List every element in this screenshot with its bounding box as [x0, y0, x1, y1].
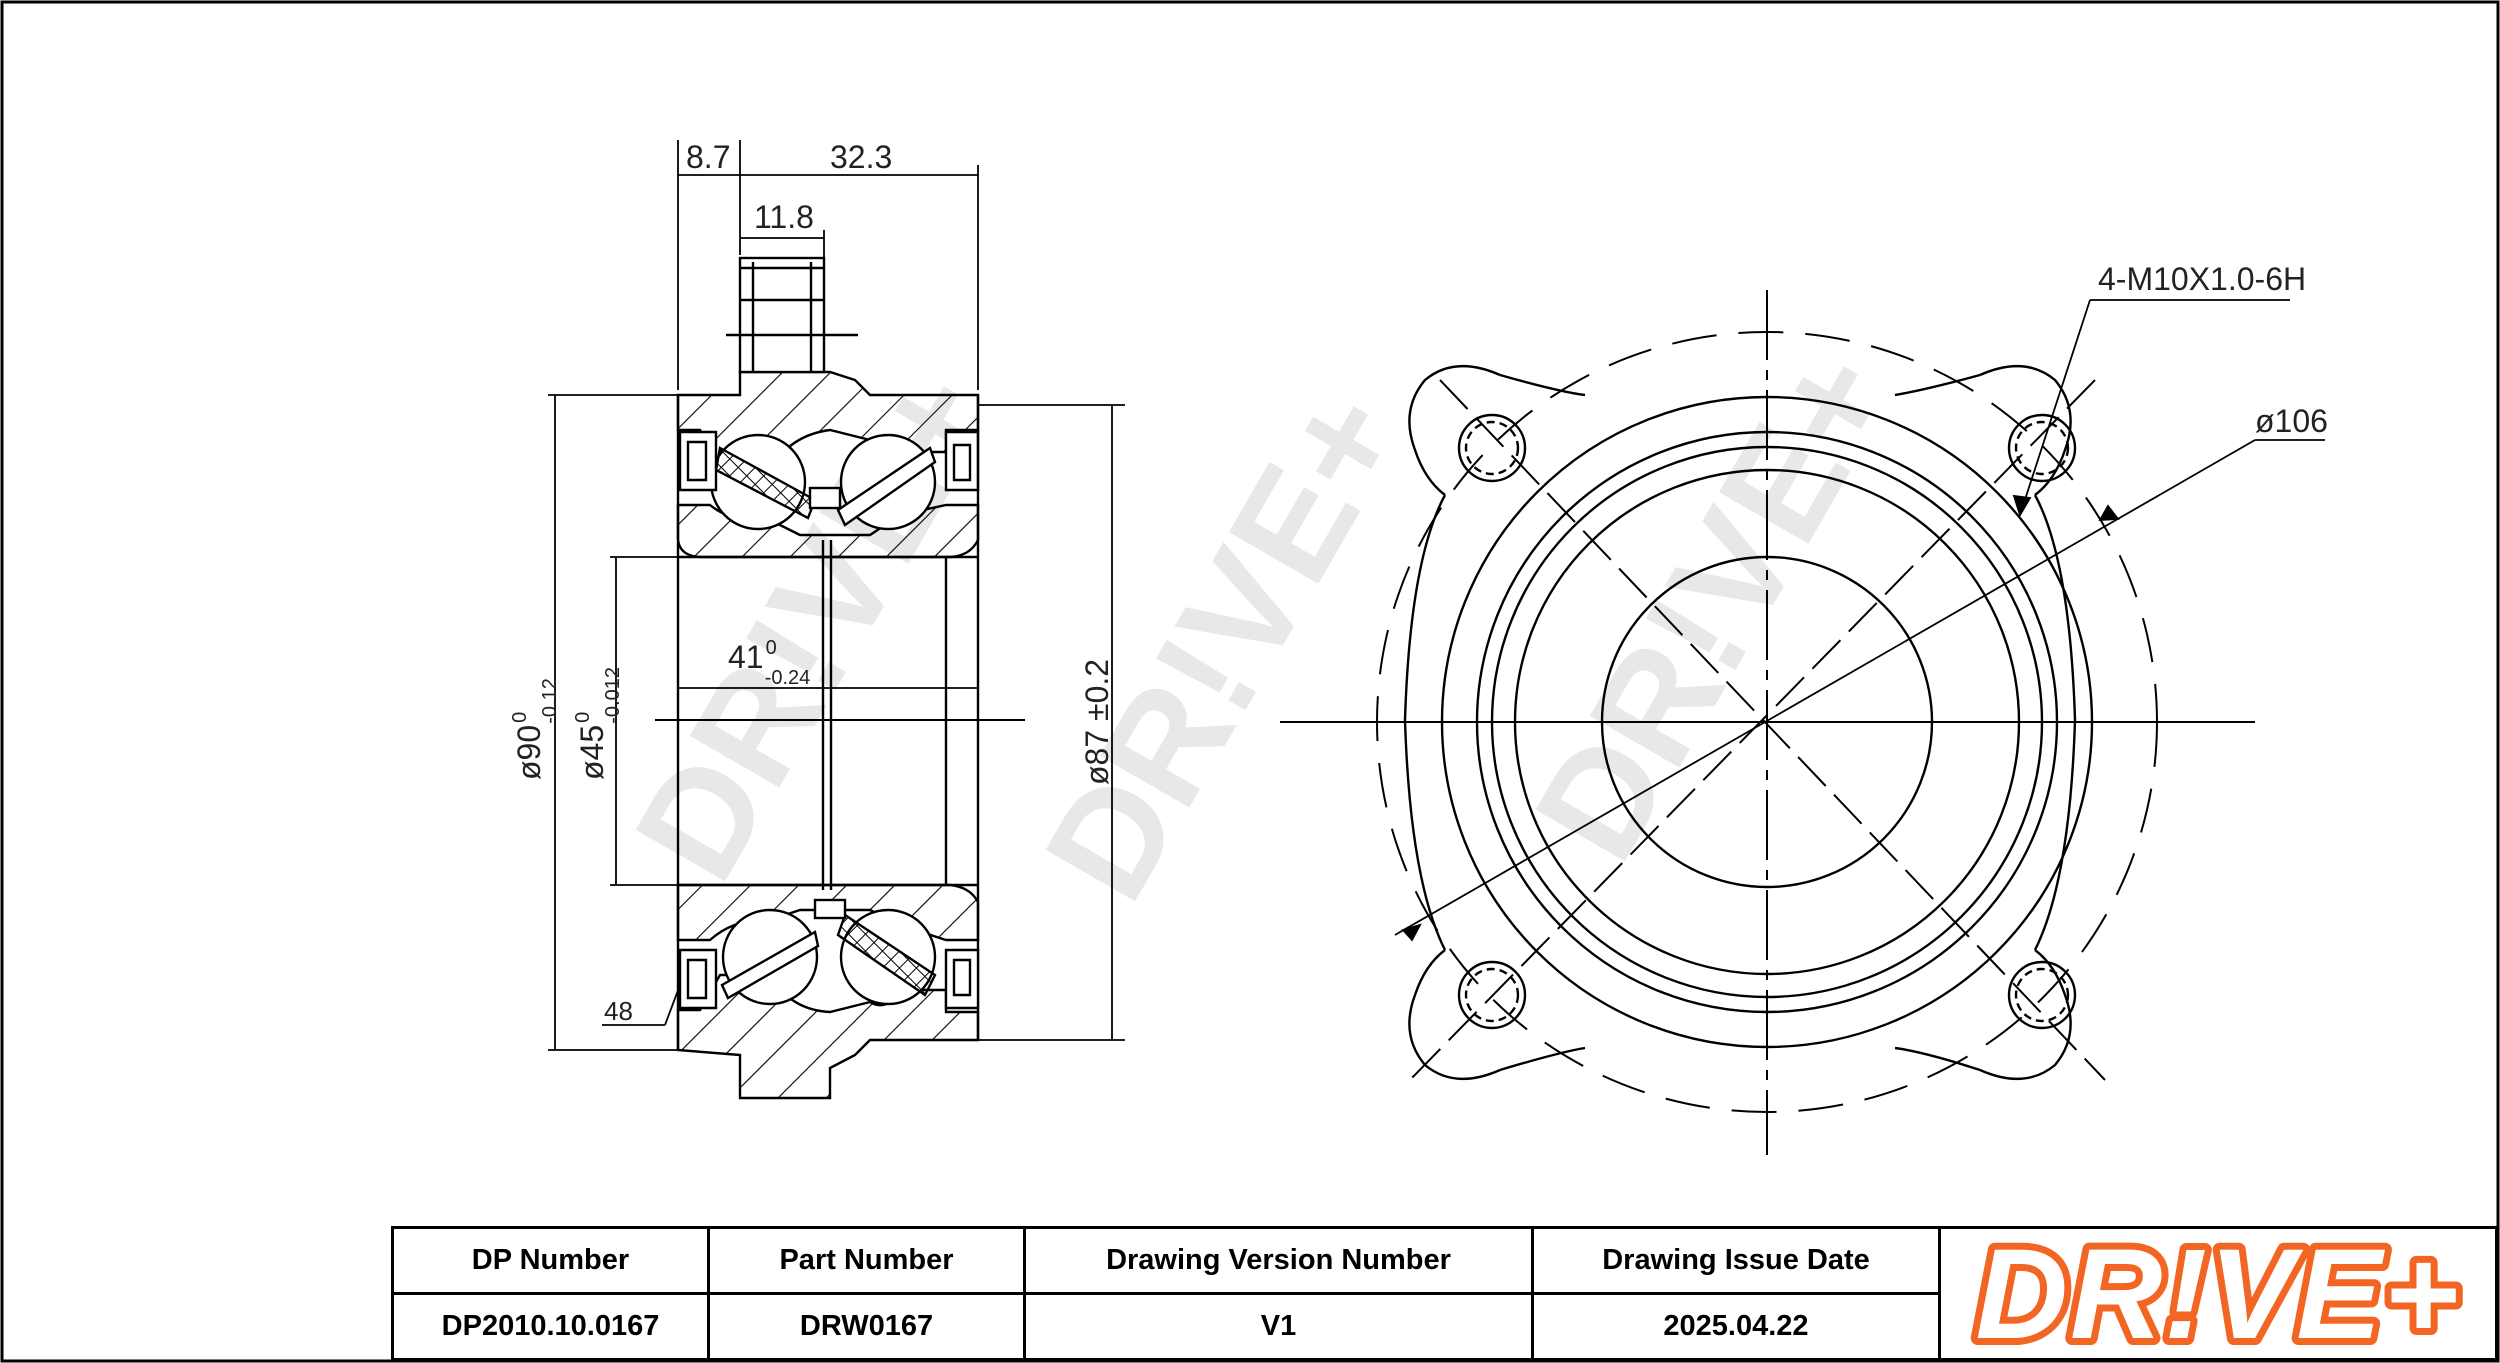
dim-87: ø87 ±0.2	[1079, 659, 1115, 785]
brand-logo: DR!VE+ DR!VE+	[1941, 1229, 2495, 1358]
drawing-version-header: Drawing Version Number	[1026, 1229, 1531, 1295]
flange-side-bottom	[1499, 1046, 1981, 1072]
section-dimensions	[548, 140, 1125, 1051]
dim-thread: 4-M10X1.0-6H	[2098, 261, 2306, 297]
flange-lobe-bl	[1408, 949, 1501, 1080]
flange-lobe-tr	[1979, 365, 2072, 496]
front-view	[1280, 290, 2255, 1155]
front-diagonal-1	[1439, 379, 2106, 1081]
issue-date-header: Drawing Issue Date	[1534, 1229, 1938, 1295]
seal-lower-right	[944, 948, 980, 1010]
drive-logo: DR!VE+ DR!VE+	[1969, 1234, 2466, 1354]
logo-text: DR!VE+	[1976, 1234, 2461, 1354]
bolt-hole-br	[2007, 960, 2077, 1030]
drawing-version-value: V1	[1260, 1310, 1297, 1342]
cage-lower-left	[720, 930, 820, 1000]
upper-spacer	[808, 486, 842, 510]
logo-text-fill: DR!VE+	[1976, 1234, 2461, 1354]
dim-8-7: 8.7	[686, 139, 730, 175]
cage-upper-left	[714, 446, 817, 520]
flange-side-left	[1403, 494, 1447, 951]
flange-side-top	[1499, 373, 1981, 397]
bolt-hole-tl	[1457, 413, 1527, 483]
thread-upper	[740, 262, 824, 372]
section-view	[655, 256, 1025, 1100]
drawing-version-cell: Drawing Version Number V1	[1026, 1229, 1534, 1358]
dp-number-header: DP Number	[394, 1229, 707, 1295]
front-diagonal-2	[1404, 379, 2096, 1086]
part-number-value: DRW0167	[799, 1310, 934, 1342]
issue-date-value: 2025.04.22	[1663, 1310, 1809, 1342]
watermark-text-3: DR!VE+	[1502, 322, 1925, 886]
dim-32-3: 32.3	[830, 139, 892, 175]
issue-date-cell: Drawing Issue Date 2025.04.22	[1534, 1229, 1941, 1358]
cage-upper-right	[836, 446, 937, 527]
seal-upper-right	[944, 430, 980, 492]
flange-side-right	[2033, 494, 2077, 951]
dp-number-value: DP2010.10.0167	[441, 1310, 660, 1342]
dim-90: ø900-0.12	[509, 678, 561, 780]
front-dimensions	[1394, 299, 2325, 942]
cage-lower-right	[836, 913, 937, 997]
bolt-hole-bl	[1457, 960, 1527, 1030]
part-number-cell: Part Number DRW0167	[710, 1229, 1026, 1358]
flange-lobe-tl	[1408, 365, 1501, 496]
watermark-text-2: DR!VE+	[1012, 362, 1435, 926]
front-dimension-text: 4-M10X1.0-6H ø106	[2098, 261, 2328, 439]
part-number-header: Part Number	[710, 1229, 1023, 1295]
dim-48: 48	[604, 996, 633, 1026]
dim-106: ø106	[2255, 403, 2328, 439]
dp-number-cell: DP Number DP2010.10.0167	[394, 1229, 710, 1358]
seal-upper-left	[678, 430, 718, 492]
outer-ring-lower-section	[676, 973, 980, 1100]
seal-lower-left	[678, 948, 718, 1010]
title-block: DP Number DP2010.10.0167 Part Number DRW…	[391, 1226, 2498, 1361]
lower-spacer	[813, 898, 847, 920]
inner-ring-lower-section	[676, 883, 980, 942]
bolt-hole-tr	[2007, 413, 2077, 483]
dim-45: ø450-0.012	[572, 667, 624, 780]
dim-11-8: 11.8	[754, 199, 814, 235]
